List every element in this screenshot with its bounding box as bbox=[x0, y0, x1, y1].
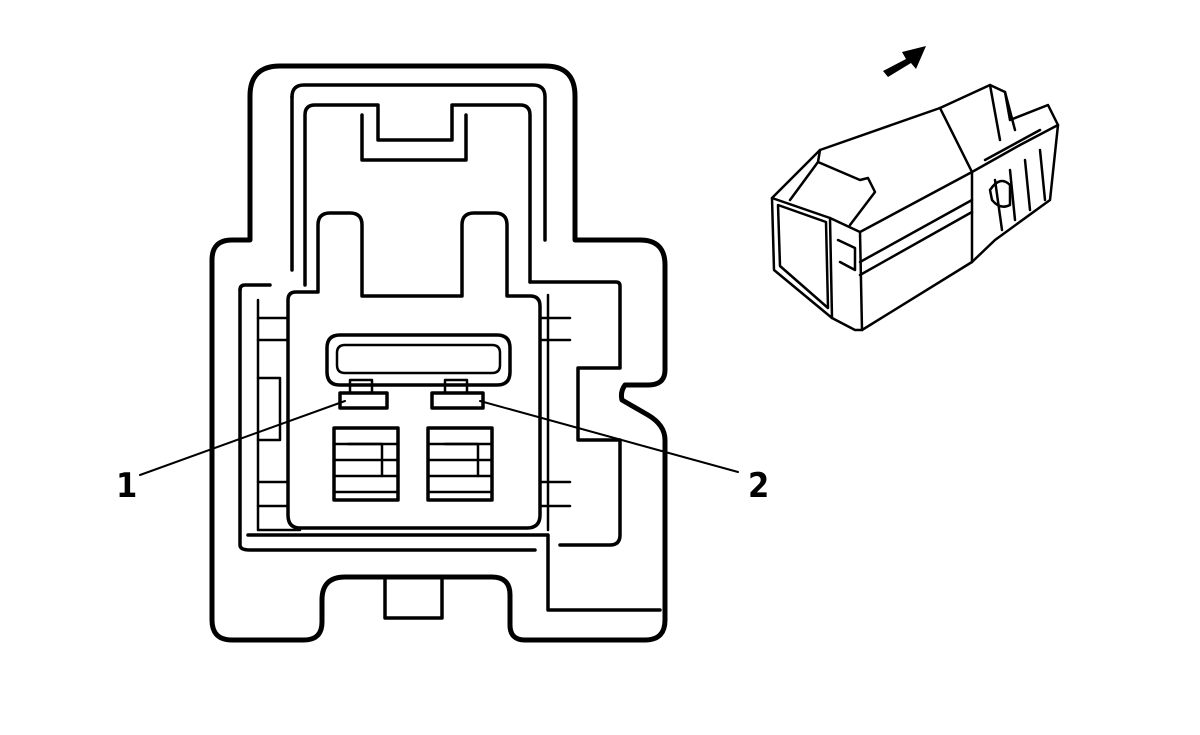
pin-2-tab bbox=[443, 378, 469, 395]
bottom-key bbox=[383, 578, 444, 620]
iso-rear-clip bbox=[988, 179, 1012, 208]
cavity-rail bbox=[303, 103, 532, 287]
iso-side-rib bbox=[836, 198, 974, 277]
iso-housing-front bbox=[770, 196, 834, 320]
pin-1-terminal bbox=[338, 391, 389, 410]
iso-housing-top bbox=[770, 106, 974, 234]
pin-1-leader-line bbox=[139, 400, 346, 476]
pin-2-leader-line bbox=[479, 400, 739, 473]
iso-housing-front-inner bbox=[776, 203, 830, 310]
iso-rear-ribs bbox=[983, 128, 1047, 232]
lower-latch-left bbox=[332, 426, 400, 502]
inner-frame-left-2 bbox=[256, 298, 302, 532]
pin-2-terminal bbox=[430, 391, 485, 410]
pin-2-label: 2 bbox=[748, 466, 769, 506]
iso-latch-notch bbox=[816, 148, 877, 227]
inner-frame-left bbox=[238, 288, 537, 552]
iso-notch-edge bbox=[788, 160, 820, 202]
connector-face-view: 1 2 bbox=[116, 63, 769, 643]
side-latch-right bbox=[538, 316, 572, 508]
iso-housing-side bbox=[858, 170, 974, 332]
iso-rear-top bbox=[970, 83, 1060, 174]
iso-rear-body bbox=[938, 83, 1060, 264]
side-latch-left bbox=[256, 316, 290, 508]
pin-1-tab bbox=[348, 378, 374, 395]
inner-frame-right bbox=[528, 280, 622, 547]
top-notch bbox=[360, 113, 468, 162]
housing-inner-outline bbox=[290, 83, 547, 242]
arrow-up-right-icon bbox=[883, 46, 926, 77]
pin-window-inner bbox=[335, 343, 502, 375]
pin-1-label: 1 bbox=[116, 466, 137, 506]
pin-window bbox=[325, 333, 512, 387]
terminal-block bbox=[286, 211, 542, 530]
bottom-ledge bbox=[246, 533, 662, 612]
iso-housing-base bbox=[830, 316, 864, 332]
inner-frame bbox=[238, 283, 272, 292]
lower-latch-right bbox=[426, 426, 494, 502]
housing-outer-outline bbox=[209, 63, 668, 643]
connector-isometric-view bbox=[770, 83, 1060, 332]
